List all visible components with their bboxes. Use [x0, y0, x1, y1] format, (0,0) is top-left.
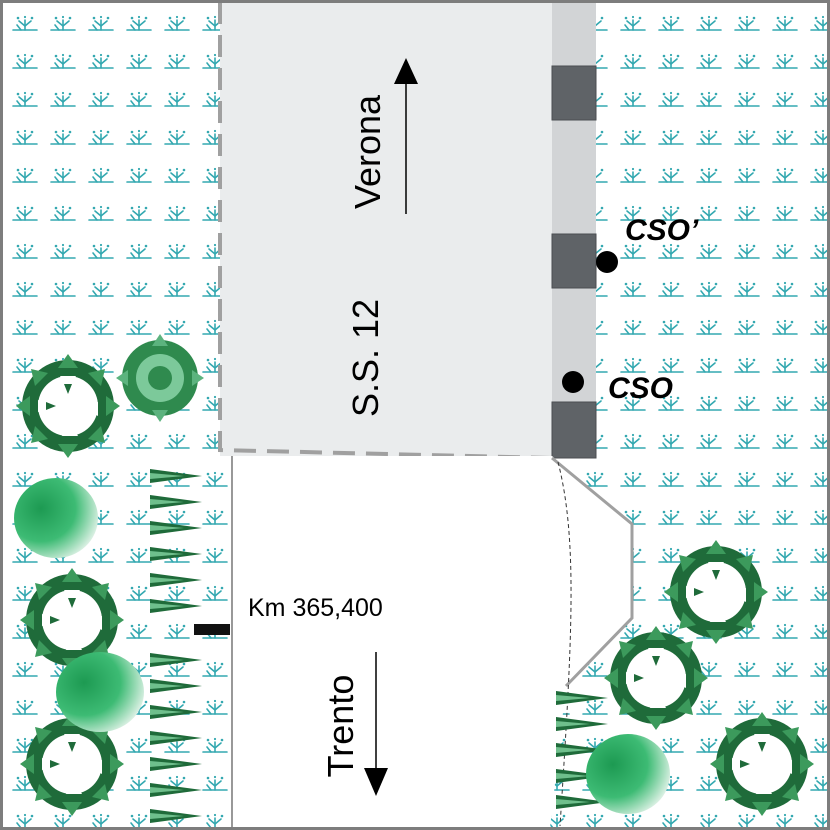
point-label-cso-prime: CSO’	[625, 214, 699, 247]
road-dashed-edge	[557, 461, 572, 827]
kerb-block	[551, 233, 597, 289]
round-shrub-icon	[14, 478, 98, 558]
direction-label-north: Verona	[347, 94, 388, 209]
paved-area-dashed-outline	[218, 2, 553, 460]
tree-canopy-icon	[604, 626, 708, 730]
road-name-label: S.S. 12	[345, 299, 386, 417]
point-marker-icon	[596, 251, 618, 273]
point-label-cso: CSO	[608, 372, 673, 405]
point-marker-icon	[562, 371, 584, 393]
kerb-block	[551, 65, 597, 121]
paved-area	[220, 2, 552, 456]
round-shrub-icon	[586, 734, 670, 814]
kerb-block	[551, 401, 597, 459]
km-marker-label: Km 365,400	[248, 594, 383, 622]
direction-arrow-icon	[364, 652, 388, 796]
tree-canopy-icon	[664, 540, 768, 644]
tree-canopy-icon	[16, 354, 120, 458]
road-carriageway	[232, 456, 632, 828]
km-marker-post	[194, 624, 230, 635]
road-edge-line	[551, 456, 634, 688]
direction-arrow-icon	[394, 58, 418, 214]
direction-label-south: Trento	[320, 675, 361, 778]
round-shrub-icon	[56, 652, 144, 732]
tree-canopy-icon	[710, 712, 814, 816]
